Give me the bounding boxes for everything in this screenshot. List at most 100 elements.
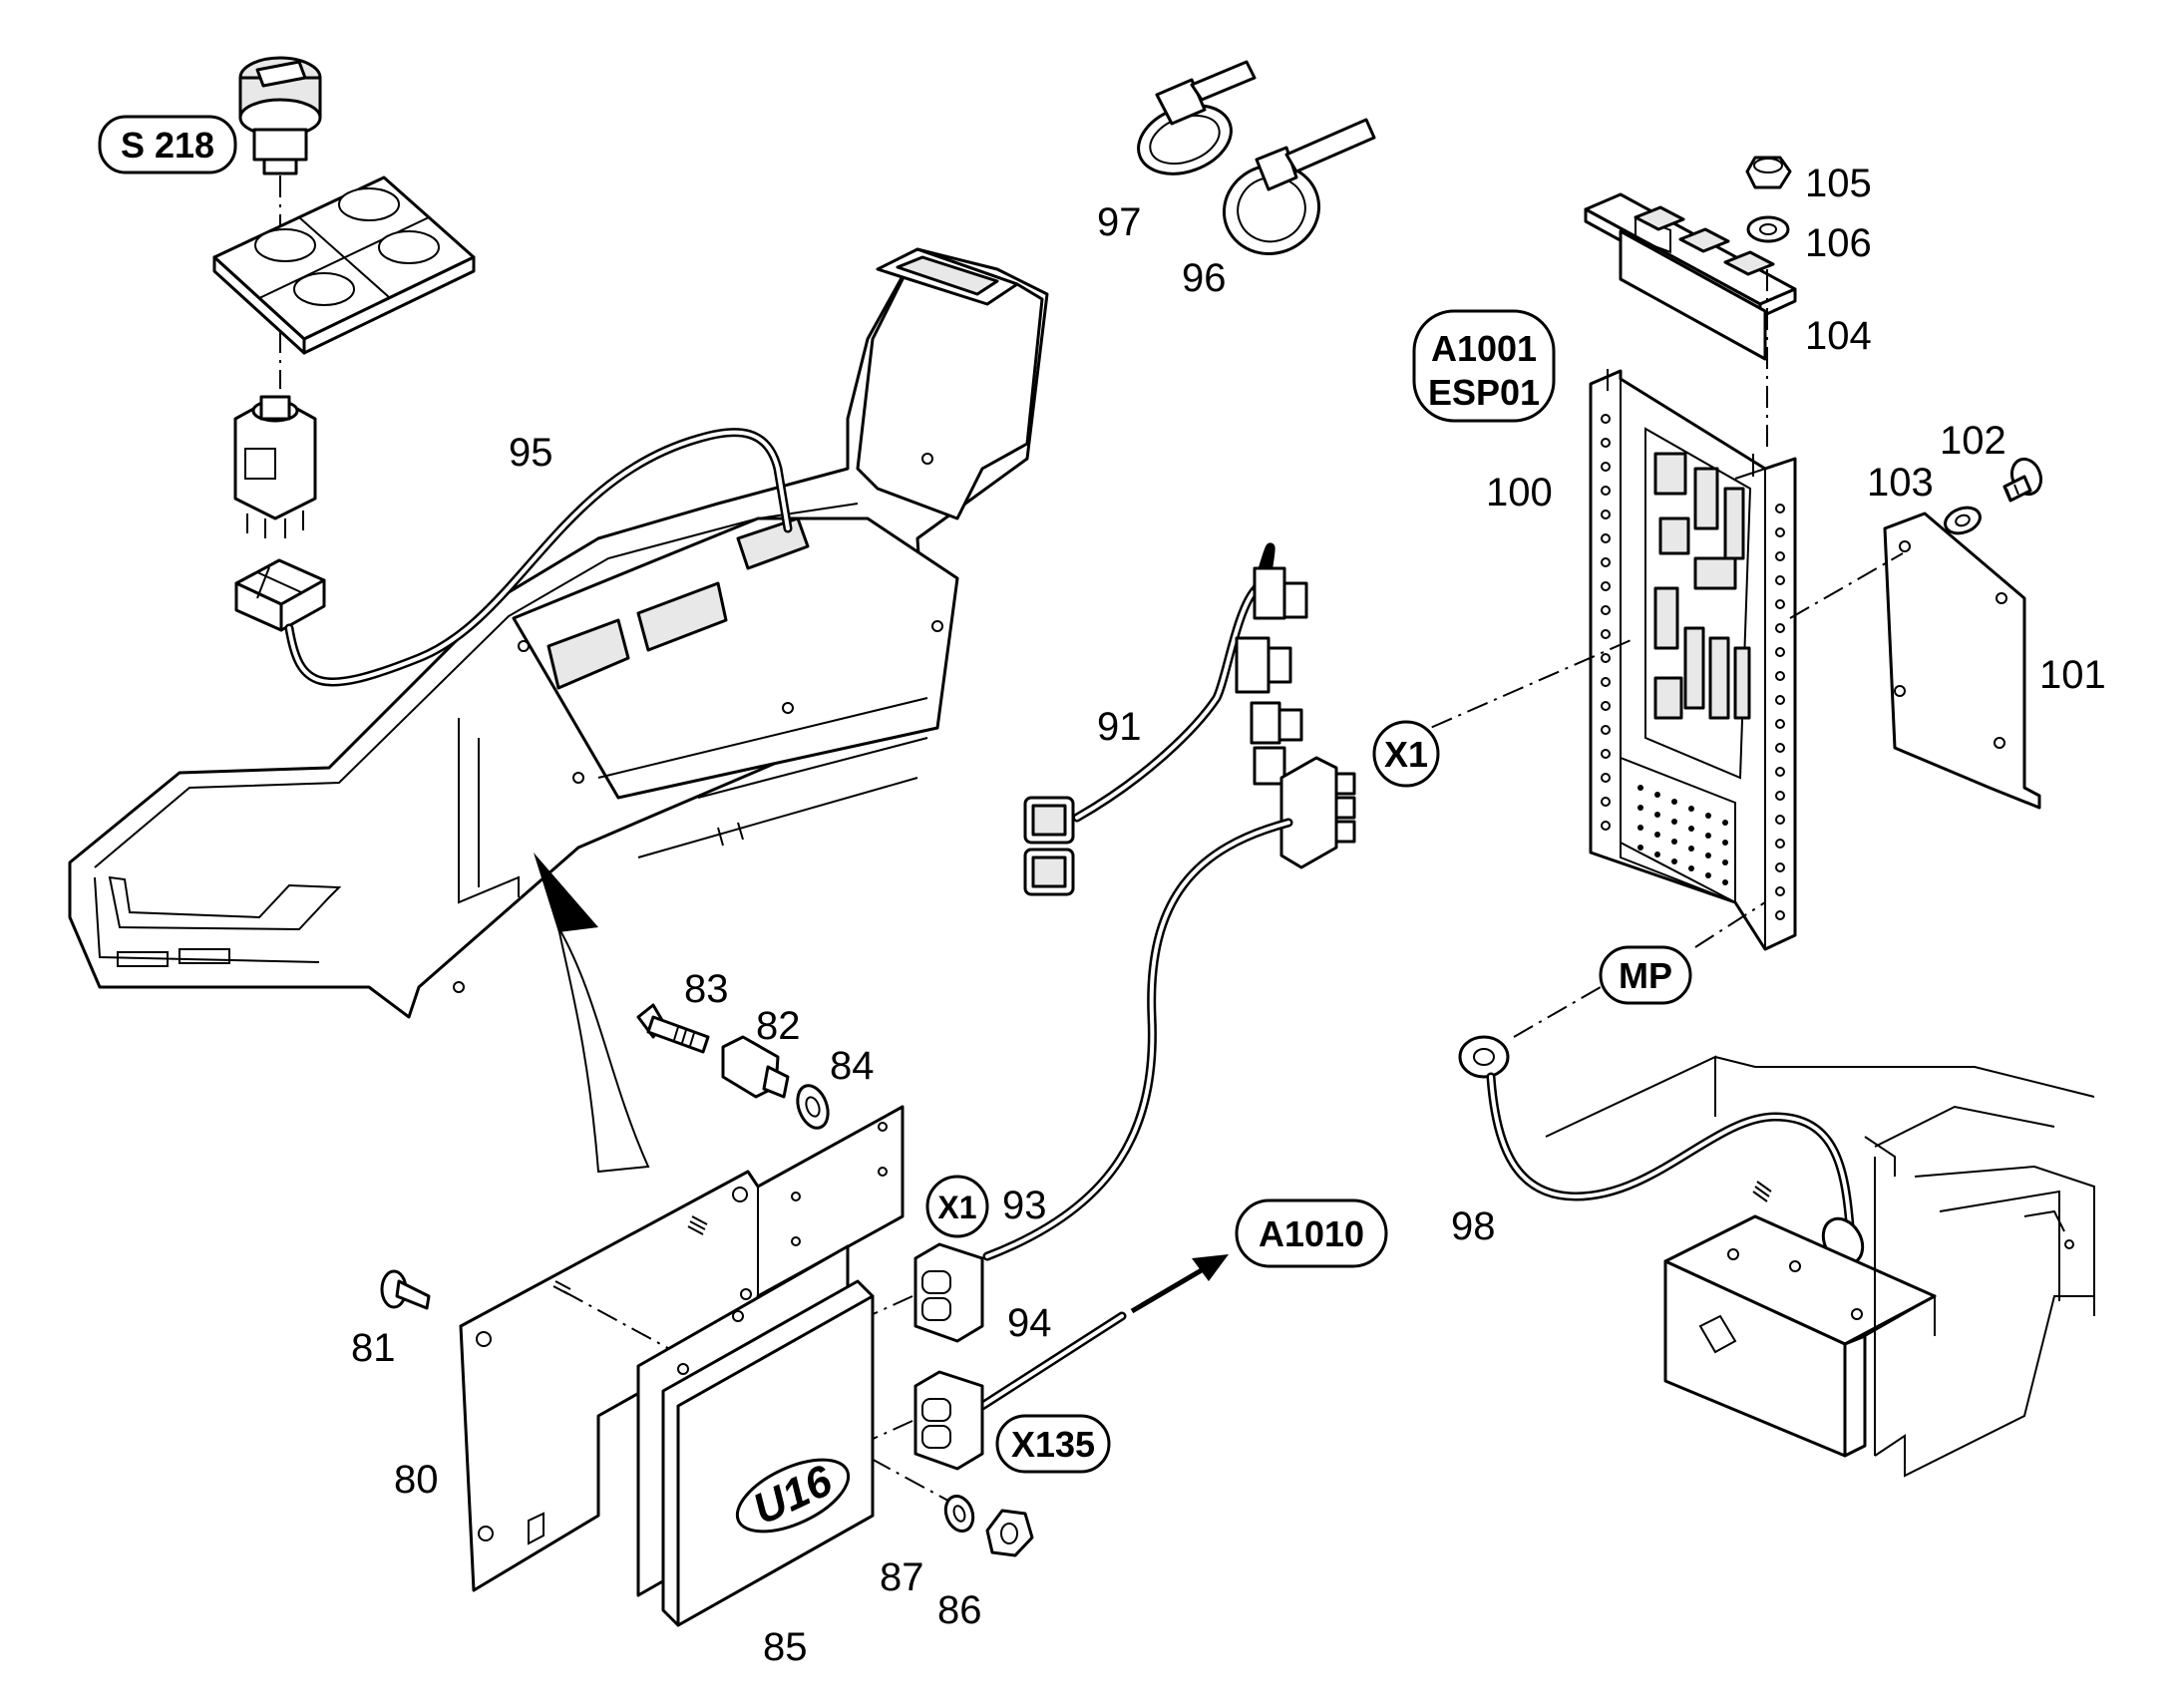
circuit-chip: [1683, 626, 1705, 710]
circuit-chip: [1693, 467, 1719, 530]
vent-hole: [1688, 846, 1694, 852]
rack-hole: [1601, 533, 1611, 543]
label-87: 87: [880, 1555, 924, 1599]
label-80: 80: [394, 1458, 439, 1502]
circuit-chip: [1723, 487, 1745, 560]
vent-hole: [1637, 805, 1643, 811]
vent-hole: [1637, 825, 1643, 831]
rack-hole: [1775, 647, 1785, 657]
label-84: 84: [830, 1044, 875, 1088]
label-85: 85: [763, 1625, 808, 1669]
rack-hole: [1775, 815, 1785, 825]
chassis-frame: [1395, 637, 2095, 1478]
rack-hole: [1601, 749, 1611, 759]
tag-x135: X135: [1011, 1424, 1095, 1465]
rack-hole: [1775, 791, 1785, 801]
rack-hole: [1775, 719, 1785, 729]
rack-hole: [1775, 743, 1785, 753]
label-83: 83: [684, 967, 729, 1011]
rack-hole: [1775, 575, 1785, 585]
control-rack-100: [1589, 369, 1797, 951]
rack-hole: [1775, 527, 1785, 537]
cable-ties: [1137, 60, 1376, 255]
tag-x1-upper: X1: [1384, 734, 1428, 775]
switch-panel-104: [1584, 156, 1797, 454]
vent-hole: [1637, 785, 1643, 791]
rack-hole: [1775, 839, 1785, 849]
label-104: 104: [1805, 314, 1872, 358]
rack-hole: [1601, 581, 1611, 591]
vent-hole: [1722, 840, 1728, 846]
vent-hole: [1671, 839, 1677, 845]
circuit-chip: [1653, 586, 1679, 650]
circuit-chip: [1708, 636, 1730, 720]
rack-hole: [1775, 671, 1785, 681]
tag-a1001: A1001: [1431, 328, 1537, 369]
label-91: 91: [1097, 705, 1142, 749]
rack-hole: [1601, 414, 1611, 424]
rack-hole: [1775, 695, 1785, 705]
rack-hole: [1601, 725, 1611, 735]
label-106: 106: [1805, 221, 1872, 265]
label-95: 95: [509, 431, 553, 475]
rack-hole: [1601, 557, 1611, 567]
cover-plate-101: [1789, 457, 2043, 810]
tag-s218: S 218: [121, 125, 214, 166]
label-81: 81: [351, 1326, 396, 1370]
vent-hole: [1705, 833, 1711, 839]
rack-hole: [1775, 623, 1785, 633]
label-86: 86: [937, 1588, 982, 1632]
circuit-chip: [1653, 452, 1687, 496]
label-101: 101: [2039, 653, 2106, 697]
label-82: 82: [756, 1004, 801, 1048]
vent-hole: [1722, 859, 1728, 865]
vent-hole: [1722, 879, 1728, 885]
vent-hole: [1671, 858, 1677, 864]
console-housing: [68, 247, 1049, 1174]
circuit-chip: [1653, 676, 1683, 720]
rack-hole: [1601, 510, 1611, 519]
rack-hole: [1601, 605, 1611, 615]
rack-hole: [1601, 462, 1611, 472]
vent-hole: [1722, 820, 1728, 826]
tag-a1010: A1010: [1259, 1213, 1364, 1254]
vent-hole: [1705, 813, 1711, 819]
vent-hole: [1637, 845, 1643, 851]
cable-93: [913, 756, 1356, 1471]
ground-strap-98: [1458, 901, 1865, 1266]
hardware: [380, 1003, 1034, 1557]
label-103: 103: [1867, 461, 1934, 505]
label-96: 96: [1182, 256, 1227, 300]
rack-hole: [1601, 821, 1611, 831]
vent-hole: [1688, 806, 1694, 812]
rack-hole: [1601, 438, 1611, 448]
vent-hole: [1654, 852, 1660, 857]
vent-hole: [1654, 812, 1660, 818]
rack-hole: [1775, 504, 1785, 513]
label-105: 105: [1805, 162, 1872, 205]
rack-hole: [1601, 486, 1611, 496]
rack-hole: [1775, 862, 1785, 872]
rack-hole: [1775, 910, 1785, 920]
tag-x1-lower: X1: [937, 1190, 976, 1225]
vent-hole: [1688, 865, 1694, 871]
part-number-labels: 95 97 96 105 106 104 102 103 100 101 91 …: [351, 162, 2106, 1669]
vent-hole: [1654, 792, 1660, 798]
label-98: 98: [1451, 1204, 1496, 1248]
rack-hole: [1601, 653, 1611, 663]
vent-hole: [1671, 799, 1677, 805]
rack-hole: [1775, 551, 1785, 561]
vent-hole: [1671, 819, 1677, 825]
label-102: 102: [1940, 419, 2006, 463]
rack-hole: [1601, 797, 1611, 807]
vent-hole: [1688, 826, 1694, 832]
mounting-plate-80: [459, 1105, 958, 1627]
circuit-chip: [1733, 646, 1751, 720]
label-97: 97: [1097, 200, 1142, 244]
reference-tags: S 218 A1001 ESP01 X1 MP X1 X135 A1010 U1…: [98, 115, 1692, 1535]
label-94: 94: [1007, 1301, 1052, 1345]
harness-91: [1023, 542, 1308, 896]
vent-hole: [1654, 832, 1660, 838]
